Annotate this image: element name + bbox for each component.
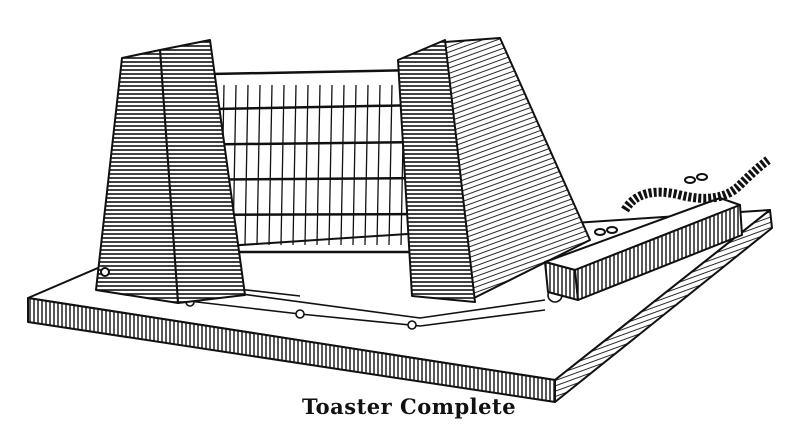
heating-wire (244, 84, 249, 246)
heating-wire (280, 84, 285, 246)
right-end-frame (397, 39, 476, 303)
heating-wire (376, 84, 381, 246)
heating-wire (364, 84, 369, 246)
heating-wire (328, 84, 333, 246)
power-cord (621, 156, 771, 213)
left-end-frame (95, 39, 430, 304)
heating-wire (292, 84, 297, 246)
heating-wire (268, 84, 273, 246)
heating-wire (352, 84, 357, 246)
heating-wire (304, 84, 309, 246)
heating-wire (340, 84, 345, 246)
heating-wire (388, 84, 393, 246)
terminal-box (544, 173, 743, 301)
heating-wire (256, 84, 261, 246)
heating-wire (316, 84, 321, 246)
caption: Toaster Complete (301, 394, 517, 419)
